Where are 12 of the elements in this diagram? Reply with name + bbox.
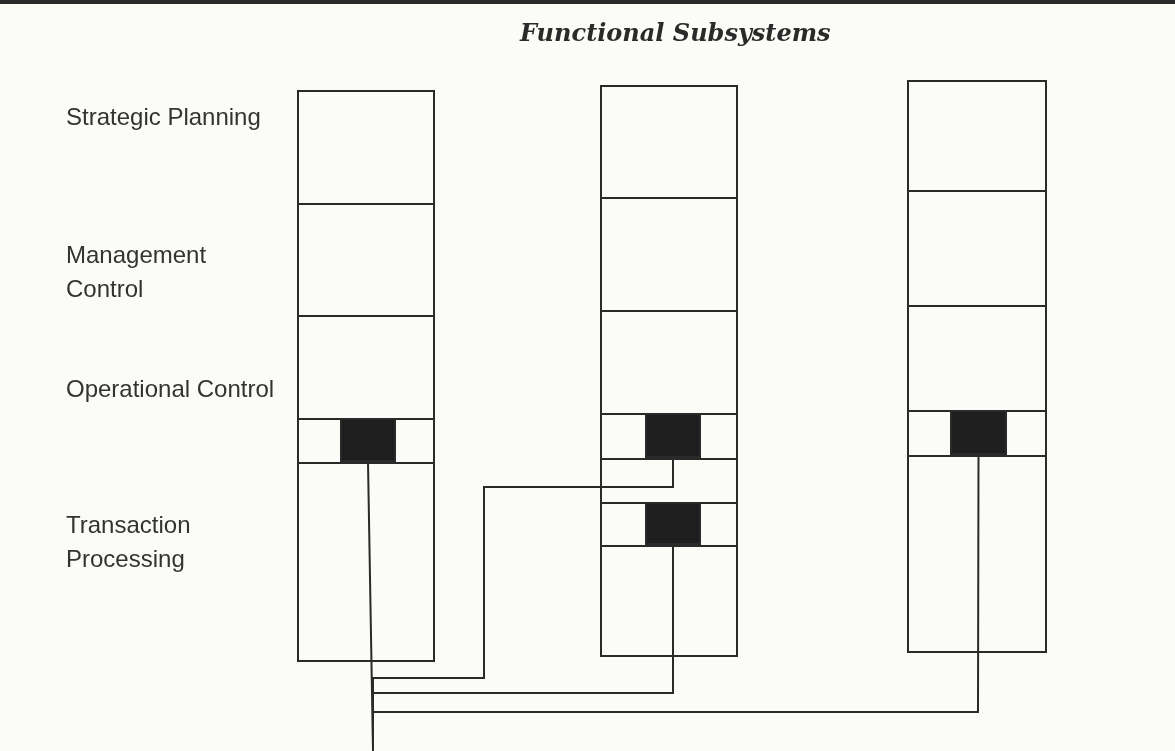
level-label: Management Control [66, 240, 208, 304]
column-box [600, 85, 738, 657]
filled-block [950, 410, 1007, 455]
level-label: Operational Control [66, 374, 276, 404]
level-label: Transaction Processing [66, 510, 192, 574]
level-label: Strategic Planning [66, 102, 262, 132]
filled-block [645, 502, 701, 545]
column-box [297, 90, 435, 662]
column-box [907, 80, 1047, 653]
filled-block [645, 413, 701, 458]
diagram-title: Functional Subsystems [520, 18, 832, 47]
filled-block [340, 418, 396, 462]
